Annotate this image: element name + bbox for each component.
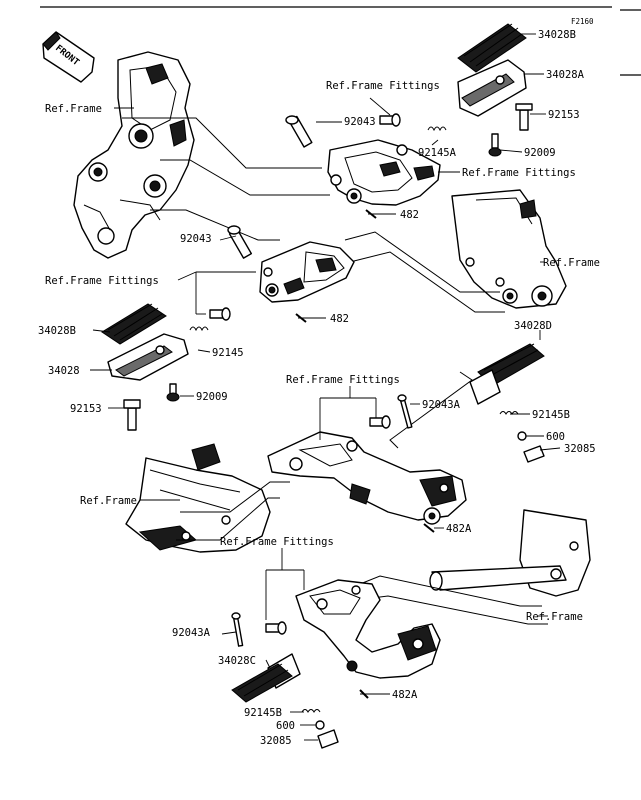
clip-482-upper xyxy=(365,209,377,219)
footpeg-rubber-34028B-left xyxy=(101,303,167,345)
guide-line xyxy=(389,371,473,449)
label-34028B-left: 34028B xyxy=(38,325,76,337)
clip-482A-left xyxy=(359,689,369,699)
label-ref-frame-upper: Ref.Frame xyxy=(45,103,102,115)
guide-line xyxy=(180,481,290,513)
clip-482-middle xyxy=(295,313,307,323)
label-34028B-upper: 34028B xyxy=(538,29,576,41)
ball-600-left xyxy=(315,720,325,730)
rider-footrest-bracket-right xyxy=(327,139,441,206)
frame-lower-left xyxy=(125,443,271,553)
label-92043-middle: 92043 xyxy=(180,233,212,245)
guide-line xyxy=(160,159,330,196)
leader-lines xyxy=(90,33,561,741)
spring-92145B-right xyxy=(499,411,519,415)
passenger-footpeg-34028D xyxy=(469,343,545,405)
spring-92145A xyxy=(427,126,447,132)
label-92153-lower: 92153 xyxy=(70,403,102,415)
guide-line xyxy=(344,231,500,293)
passenger-footpeg-34028C xyxy=(231,653,301,703)
label-92145B-left: 92145B xyxy=(244,707,282,719)
label-ref-frame-bottom-right: Ref.Frame xyxy=(526,611,583,623)
label-92153-upper: 92153 xyxy=(548,109,580,121)
label-482-middle: 482 xyxy=(330,313,349,325)
label-92145: 92145 xyxy=(212,347,244,359)
diagram-code: F2160 xyxy=(571,17,594,26)
label-482-upper: 482 xyxy=(400,209,419,221)
bolt-upper xyxy=(379,113,401,127)
label-34028C: 34028C xyxy=(218,655,256,667)
bolt-92009-lower xyxy=(166,383,180,402)
label-ref-frame-fittings-right: Ref.Frame Fittings xyxy=(462,167,576,179)
pin-92043A-left xyxy=(231,612,244,647)
passenger-bracket-right xyxy=(267,431,467,525)
frame-lower-right xyxy=(429,509,591,597)
label-92009-upper: 92009 xyxy=(524,147,556,159)
footpeg-34028A xyxy=(457,59,527,117)
label-600-left: 600 xyxy=(276,720,295,732)
label-ref-frame-fittings-bottom: Ref.Frame Fittings xyxy=(220,536,334,548)
pin-92043A-right xyxy=(397,394,413,429)
label-ref-frame-fittings-middle: Ref.Frame Fittings xyxy=(45,275,159,287)
pin-92043-middle xyxy=(227,225,253,259)
footpeg-34028 xyxy=(107,333,189,381)
rider-footrest-bracket-left xyxy=(259,241,355,303)
label-482A-left: 482A xyxy=(392,689,418,701)
bolt-92153-upper xyxy=(515,103,533,131)
label-34028A: 34028A xyxy=(546,69,585,81)
bolt-92153-lower xyxy=(123,399,141,431)
guide-line xyxy=(349,575,542,607)
label-ref-frame-lower: Ref.Frame xyxy=(80,495,137,507)
bolt-pass-left xyxy=(265,621,287,635)
label-92043A-left: 92043A xyxy=(172,627,211,639)
pin-92043-upper xyxy=(285,115,313,148)
label-32085-left: 32085 xyxy=(260,735,292,747)
guide-line xyxy=(349,251,505,313)
label-ref-frame-fittings-top: Ref.Frame Fittings xyxy=(326,80,440,92)
label-92043-upper: 92043 xyxy=(344,116,376,128)
label-34028D: 34028D xyxy=(514,320,552,332)
frame-right-middle xyxy=(451,189,567,309)
footpeg-rubber-34028B xyxy=(457,23,527,73)
label-32085-right: 32085 xyxy=(564,443,596,455)
guide-line xyxy=(355,595,548,625)
bolt-pass-right xyxy=(369,415,391,429)
spring-plate-32085-left xyxy=(317,729,339,749)
spring-92145 xyxy=(189,326,209,332)
spring-plate-32085-right xyxy=(523,445,545,463)
label-600-right: 600 xyxy=(546,431,565,443)
bolt-middle xyxy=(209,307,231,321)
label-92043A-right: 92043A xyxy=(422,399,461,411)
bolt-92009-upper xyxy=(488,133,502,157)
guide-line xyxy=(150,209,280,241)
guide-line xyxy=(122,117,322,169)
label-482A-right: 482A xyxy=(446,523,472,535)
passenger-bracket-left xyxy=(295,579,441,679)
frame-upper-left xyxy=(73,51,195,259)
label-ref-frame-fittings-lower: Ref.Frame Fittings xyxy=(286,374,400,386)
label-92145A: 92145A xyxy=(418,147,457,159)
ball-600-right xyxy=(517,431,527,441)
spring-92145B-left xyxy=(301,709,321,713)
front-direction-badge: FRONT xyxy=(42,31,95,83)
label-92009-lower: 92009 xyxy=(196,391,228,403)
label-34028: 34028 xyxy=(48,365,80,377)
label-ref-frame-right: Ref.Frame xyxy=(543,257,600,269)
guide-line xyxy=(176,497,280,541)
clip-482A-right xyxy=(423,523,435,533)
label-92145B-right: 92145B xyxy=(532,409,570,421)
